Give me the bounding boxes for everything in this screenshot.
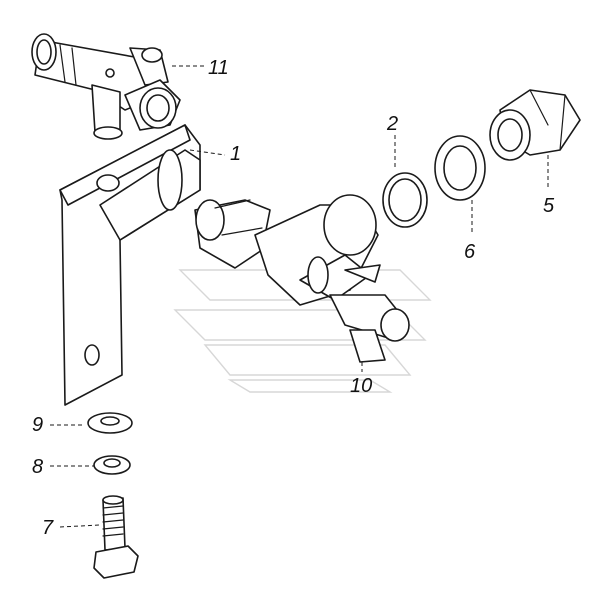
bolt-part-7 [93, 495, 139, 579]
washer-part-9 [87, 412, 133, 434]
leader-lines [50, 65, 549, 528]
callout-11: 11 [208, 57, 229, 79]
tee-fitting-part-11 [31, 33, 181, 140]
spring-washer-part-8 [93, 455, 131, 475]
callout-8: 8 [32, 456, 43, 478]
callout-6: 6 [464, 241, 476, 263]
bracket-part-1 [59, 124, 201, 406]
callout-5: 5 [543, 195, 555, 217]
callout-7: 7 [42, 517, 54, 539]
valve-part-10 [194, 194, 410, 363]
callout-2: 2 [386, 113, 398, 135]
sealing-ring-part-2 [382, 172, 428, 228]
washer-part-6 [434, 135, 486, 201]
union-nut-part-5 [489, 89, 581, 161]
callout-1: 1 [230, 143, 241, 165]
callout-10: 10 [350, 375, 372, 397]
callout-9: 9 [32, 414, 43, 436]
